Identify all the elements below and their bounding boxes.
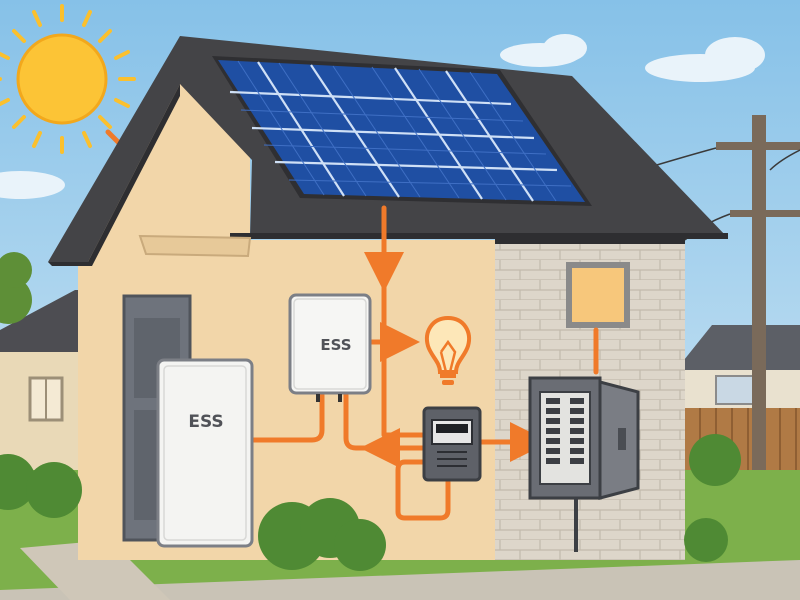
ess-to-meter-line <box>343 392 428 451</box>
inverter-icon <box>288 293 372 402</box>
battery-icon <box>156 358 254 548</box>
house-window <box>566 262 630 328</box>
clouds <box>0 34 765 199</box>
trees-left <box>0 252 32 324</box>
energy-flow-lines <box>249 205 599 521</box>
inverter-ess-label: ESS <box>320 336 351 354</box>
walkway <box>20 540 170 600</box>
neighbor-house-right <box>684 325 800 420</box>
sidewalk <box>0 560 800 600</box>
lightbulb-icon <box>425 315 471 385</box>
breaker-panel-icon <box>528 376 640 552</box>
shrubs <box>0 434 741 571</box>
loop-line <box>395 459 451 521</box>
sun-icon <box>0 4 136 154</box>
battery-line <box>249 392 325 443</box>
solar-panel-icon <box>212 56 592 206</box>
meter-icon <box>422 406 482 482</box>
battery-ess-label: ESS <box>188 412 223 432</box>
wall-vent <box>138 234 252 258</box>
neighbor-house-left <box>0 290 80 482</box>
